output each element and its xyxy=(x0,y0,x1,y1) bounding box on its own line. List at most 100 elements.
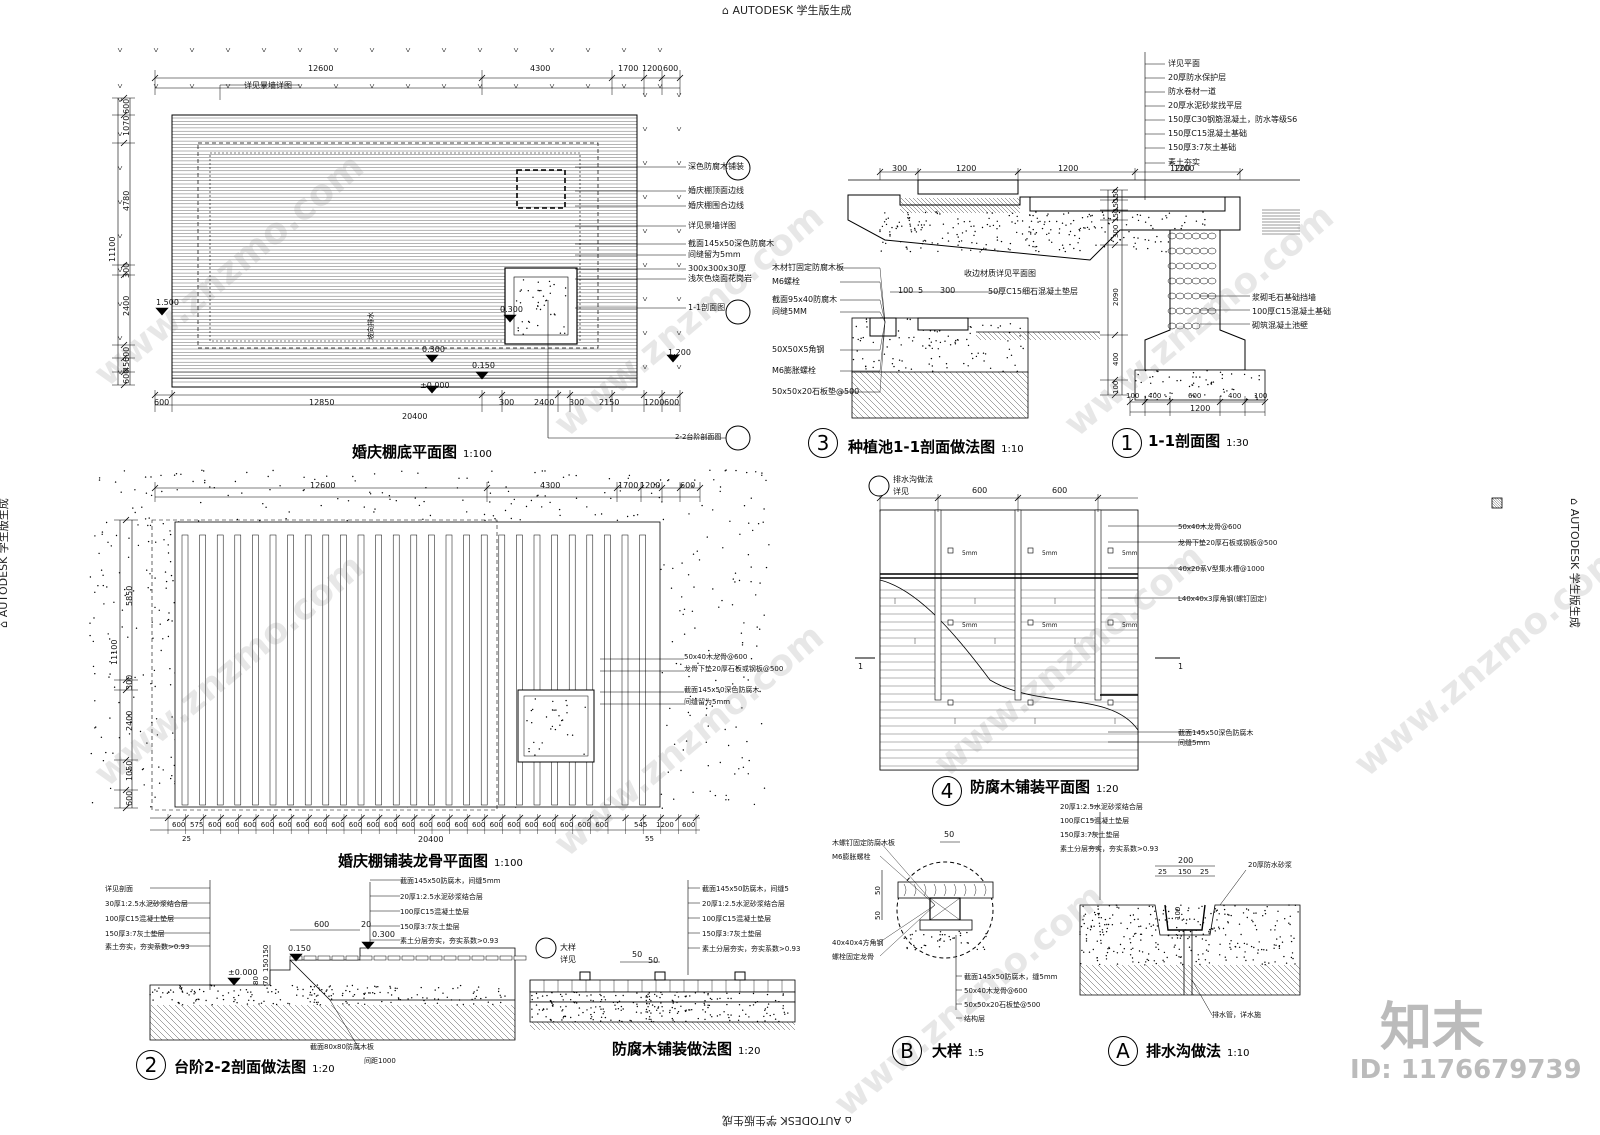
concrete-dot xyxy=(703,1002,705,1005)
concrete-dot xyxy=(878,359,880,362)
concrete-dot xyxy=(1268,962,1270,964)
dimension-tick xyxy=(1111,376,1119,384)
dimension-tick xyxy=(676,391,684,399)
concrete-dot xyxy=(328,995,330,997)
lawn-symbol xyxy=(676,92,682,98)
slab-hatch xyxy=(908,197,925,214)
lawn-symbol xyxy=(225,47,231,53)
soil-hatch xyxy=(851,393,877,419)
keel-joist xyxy=(340,534,347,806)
concrete-dot xyxy=(973,234,975,237)
concrete-dot xyxy=(1214,908,1217,910)
planter-soil-dot xyxy=(522,279,525,281)
soil-hatch xyxy=(581,1021,591,1031)
dimension-text: 300 xyxy=(1112,224,1120,238)
lawn-dot xyxy=(101,531,104,533)
concrete-dot xyxy=(985,248,987,250)
concrete-dot xyxy=(1208,944,1210,946)
soil-hatch xyxy=(979,371,1027,419)
wood-board xyxy=(331,955,345,961)
concrete-dot xyxy=(697,1017,699,1020)
lawn-dot xyxy=(683,633,686,635)
concrete-dot xyxy=(958,930,960,933)
lawn-symbol xyxy=(642,330,648,336)
concrete-dot xyxy=(1185,215,1187,217)
concrete-dot xyxy=(1226,390,1228,392)
concrete-dot xyxy=(1231,388,1233,390)
lawn-dot xyxy=(98,479,101,481)
concrete-dot xyxy=(961,249,963,251)
concrete-dot xyxy=(1047,213,1049,215)
concrete-dot xyxy=(364,992,366,994)
lawn-dot xyxy=(150,683,152,685)
lawn-dot xyxy=(422,518,424,520)
lawn-dot xyxy=(507,490,510,493)
lawn-dot xyxy=(162,523,164,525)
concrete-dot xyxy=(939,213,941,215)
gap-text: 5mm xyxy=(1042,550,1058,557)
soil-hatch xyxy=(696,1021,706,1031)
lawn-dot xyxy=(670,587,673,589)
concrete-dot xyxy=(1104,231,1106,233)
lawn-dot xyxy=(159,623,161,625)
callout-text: 婚庆棚顶面边线 xyxy=(688,186,744,195)
concrete-dot xyxy=(1175,934,1178,936)
concrete-dot xyxy=(1176,934,1179,937)
dimension-text: 600 xyxy=(401,821,415,829)
dimension-text: 50 xyxy=(874,911,882,920)
concrete-dot xyxy=(989,225,991,227)
concrete-dot xyxy=(394,989,396,992)
slab-hatch xyxy=(952,197,969,214)
lawn-dot xyxy=(204,479,206,482)
lawn-symbol xyxy=(117,47,123,53)
concrete-dot xyxy=(1225,959,1227,961)
legend-swatch-hatch xyxy=(1491,500,1500,509)
soil-hatch xyxy=(149,1015,175,1041)
concrete-dot xyxy=(1144,239,1146,241)
concrete-dot xyxy=(1264,961,1266,963)
concrete-dot xyxy=(862,336,864,339)
lawn-dot xyxy=(725,794,727,797)
callout-bubble-4 xyxy=(725,155,751,181)
concrete-dot xyxy=(966,338,968,341)
concrete-dot xyxy=(922,345,924,347)
section-3-bubble: 3 xyxy=(808,428,838,458)
grass-hatch xyxy=(1042,331,1052,341)
level-text: 0.300 xyxy=(372,930,395,939)
concrete-dot xyxy=(319,1004,322,1006)
concrete-dot xyxy=(1098,922,1101,924)
callout-bubble-2 xyxy=(725,425,751,451)
lawn-dot xyxy=(747,679,749,681)
lawn-symbol xyxy=(657,83,663,89)
lawn-dot xyxy=(688,513,690,515)
concrete-dot xyxy=(1171,917,1174,920)
soil-hatch xyxy=(1181,964,1213,996)
lawn-dot xyxy=(544,495,546,497)
soil-hatch xyxy=(1103,964,1135,996)
concrete-dot xyxy=(983,948,986,951)
lawn-dot xyxy=(151,621,153,623)
concrete-dot xyxy=(210,984,212,986)
concrete-dot xyxy=(957,218,959,220)
concrete-dot xyxy=(330,998,333,1000)
concrete-dot xyxy=(885,218,887,220)
keel-joist xyxy=(216,534,224,806)
concrete-dot xyxy=(913,944,915,947)
lawn-dot xyxy=(170,756,172,758)
dimension-tick xyxy=(1111,196,1119,204)
lawn-dot xyxy=(675,662,678,665)
concrete-dot xyxy=(1213,911,1216,913)
lawn-dot xyxy=(759,582,761,584)
callout-text: 详见景墙详图 xyxy=(688,221,736,230)
concrete-dot xyxy=(578,1007,581,1009)
concrete-dot xyxy=(390,1001,392,1004)
dimension-text: 100 xyxy=(898,286,914,295)
concrete-dot xyxy=(1199,924,1202,926)
concrete-dot xyxy=(860,337,862,339)
concrete-dot xyxy=(1081,949,1083,952)
lawn-dot xyxy=(418,504,421,507)
callout-text: 深色防腐木铺装 xyxy=(688,162,744,171)
lawn-dot xyxy=(667,771,669,773)
concrete-dot xyxy=(1079,227,1082,230)
